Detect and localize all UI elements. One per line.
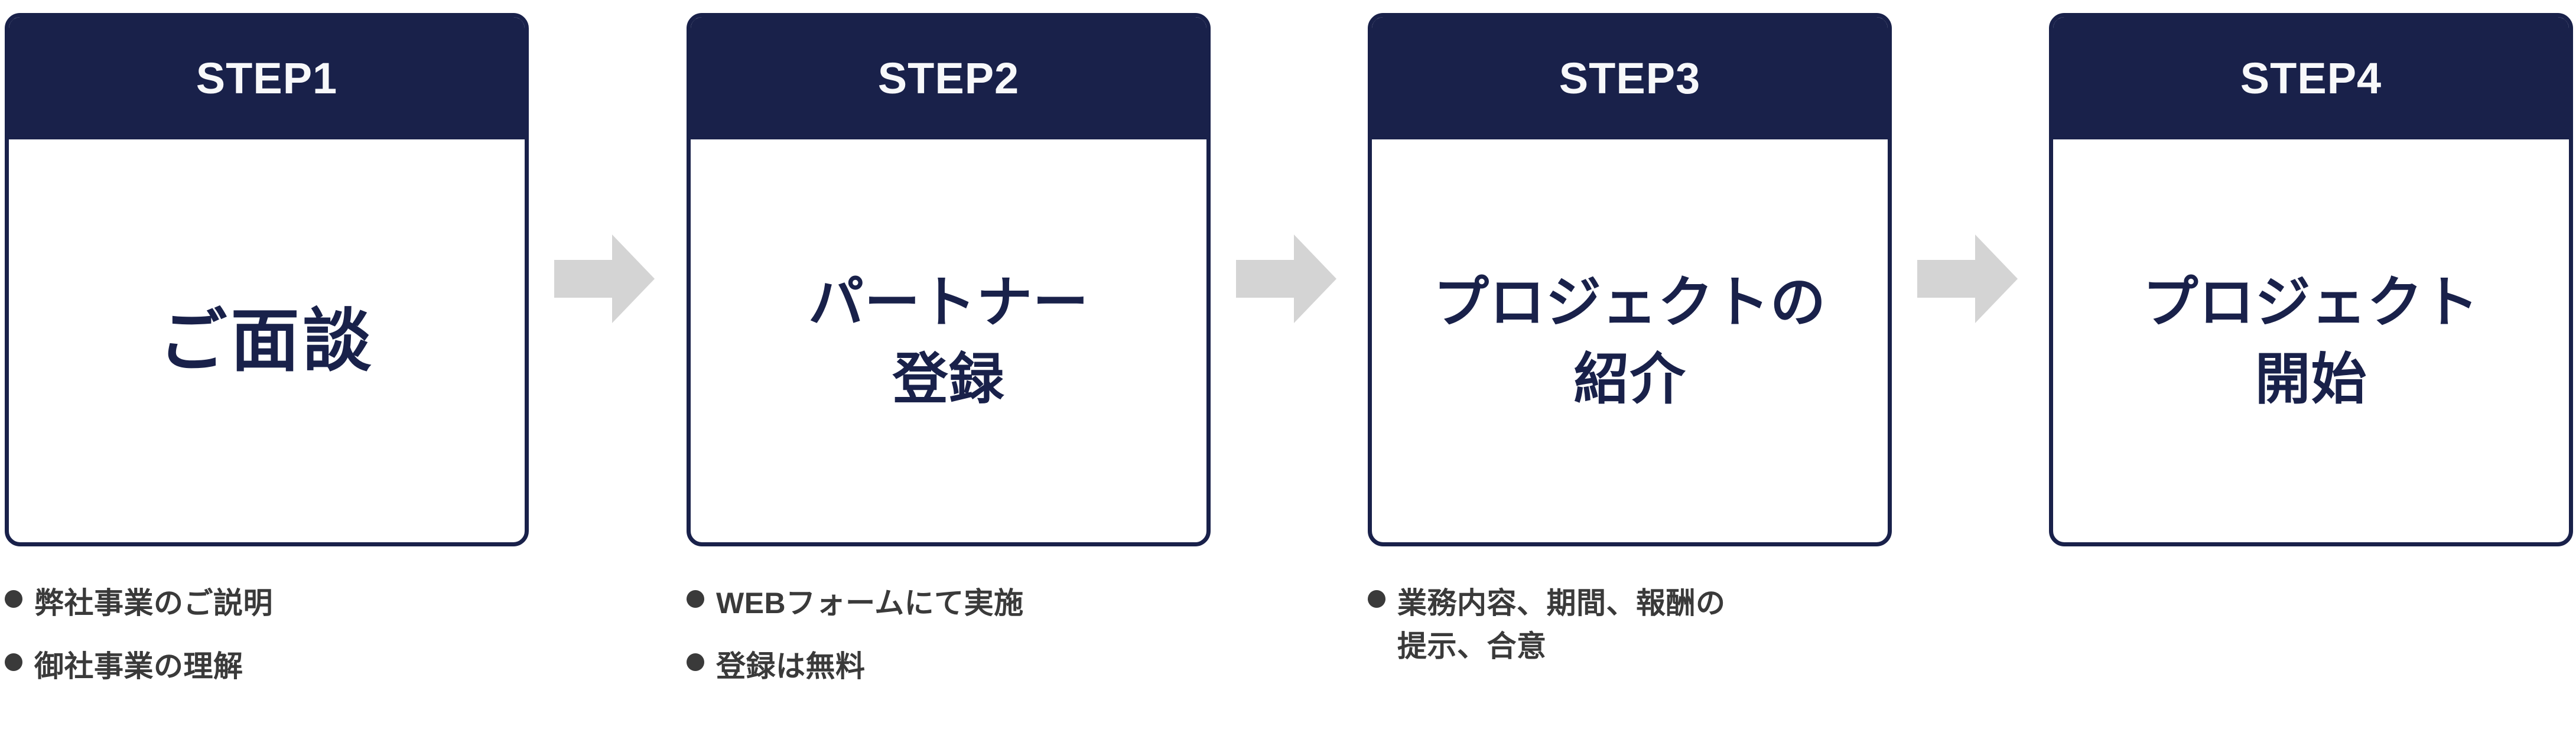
bullet-label: 業務内容、期間、報酬の 提示、合意 (1397, 587, 1726, 663)
step-number-label: STEP1 (196, 53, 338, 103)
step-card-header-2: STEP2 (691, 17, 1206, 139)
bullet-label: 登録は無料 (716, 650, 866, 683)
step-column-2: STEP2 パートナー 登録 WEBフォームにて実施 登録は無料 (687, 0, 1211, 736)
step-card-header-4: STEP4 (2053, 17, 2569, 139)
bullet-dot-icon (5, 653, 22, 671)
step-card-3[interactable]: STEP3 プロジェクトの 紹介 (1368, 13, 1892, 546)
bullet-label: 御社事業の理解 (34, 650, 243, 683)
arrow-step1-to-step2 (554, 232, 655, 326)
step-card-header-1: STEP1 (9, 17, 525, 139)
step-title-label: プロジェクトの 紹介 (1433, 271, 1826, 410)
step-column-4: STEP4 プロジェクト 開始 (2049, 0, 2573, 736)
bullet-dot-icon (5, 590, 22, 608)
step-title-label: プロジェクト 開始 (2142, 271, 2480, 410)
step-card-4[interactable]: STEP4 プロジェクト 開始 (2049, 13, 2573, 546)
step-card-body-2: パートナー 登録 (691, 139, 1206, 542)
bullet-label: 弊社事業のご説明 (34, 587, 273, 620)
step-bullet-list-2: WEBフォームにて実施 登録は無料 (687, 582, 1211, 708)
step-card-body-1: ご面談 (9, 139, 525, 542)
bullet-dot-icon (687, 590, 704, 608)
bullet-dot-icon (687, 653, 704, 671)
step-title-label: ご面談 (158, 302, 375, 379)
bullet-dot-icon (1368, 590, 1385, 608)
list-item: 登録は無料 (687, 645, 1211, 688)
list-item: 御社事業の理解 (5, 645, 529, 688)
step-title-label: パートナー 登録 (808, 271, 1089, 410)
step-card-2[interactable]: STEP2 パートナー 登録 (687, 13, 1211, 546)
step-number-label: STEP3 (1559, 53, 1701, 103)
step-number-label: STEP4 (2240, 53, 2382, 103)
step-bullet-list-3: 業務内容、期間、報酬の 提示、合意 (1368, 582, 1892, 688)
step-number-label: STEP2 (877, 53, 1020, 103)
step-card-body-3: プロジェクトの 紹介 (1372, 139, 1888, 542)
bullet-label: WEBフォームにて実施 (716, 587, 1024, 620)
list-item: WEBフォームにて実施 (687, 582, 1211, 625)
step-column-1: STEP1 ご面談 弊社事業のご説明 御社事業の理解 (5, 0, 529, 736)
arrow-step3-to-step4 (1917, 232, 2018, 326)
list-item: 弊社事業のご説明 (5, 582, 529, 625)
step-column-3: STEP3 プロジェクトの 紹介 業務内容、期間、報酬の 提示、合意 (1368, 0, 1892, 736)
arrow-step2-to-step3 (1236, 232, 1336, 326)
step-card-header-3: STEP3 (1372, 17, 1888, 139)
step-bullet-list-1: 弊社事業のご説明 御社事業の理解 (5, 582, 529, 708)
step-card-1[interactable]: STEP1 ご面談 (5, 13, 529, 546)
list-item: 業務内容、期間、報酬の 提示、合意 (1368, 582, 1892, 668)
step-card-body-4: プロジェクト 開始 (2053, 139, 2569, 542)
